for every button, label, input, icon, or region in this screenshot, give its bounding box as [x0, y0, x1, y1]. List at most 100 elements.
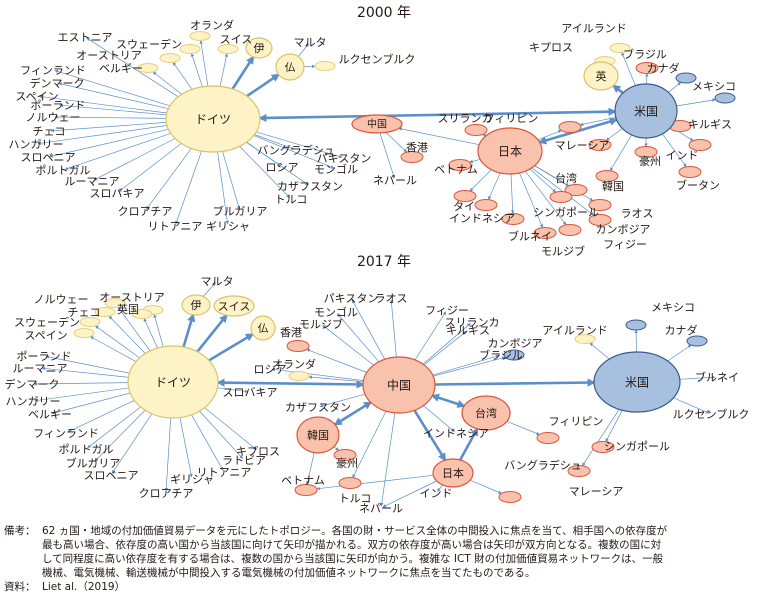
- edge-de-チェコ: [50, 122, 167, 133]
- edge-de-us: [258, 107, 617, 123]
- edge-cn-インドネシア: [423, 405, 455, 432]
- country-label: パキスタン: [317, 152, 372, 165]
- country-node: [474, 199, 498, 211]
- edge-cn-ラオス: [389, 299, 397, 358]
- country-label: フィジー: [603, 238, 647, 251]
- notes-line-2: 最も高い場合、依存度の高い国から当該国に向けて矢印が描かれる。双方の依存度が高い…: [42, 539, 662, 551]
- hub-node-de: [127, 345, 219, 419]
- hub-node-us: [614, 83, 678, 139]
- country-label: スペイン: [15, 90, 58, 103]
- hub-node-ch: [213, 295, 255, 317]
- edge-jp-ネパール: [382, 480, 437, 508]
- country-node: [453, 190, 477, 202]
- country-label: ポーランド: [31, 99, 86, 112]
- hub-node-it: [245, 37, 273, 59]
- edge-de-スペイン: [38, 94, 167, 114]
- country-label: キルギス: [446, 324, 490, 337]
- hub-label-uk: 英: [596, 69, 607, 83]
- country-label: スロベニア: [21, 151, 76, 164]
- edge-us-uk: [612, 84, 624, 95]
- country-node: [503, 349, 525, 361]
- hub-label-cn: 中国: [387, 377, 411, 392]
- country-label: リトアニア: [148, 220, 203, 233]
- edge-de-スロバキア: [118, 143, 182, 193]
- edge-de-スウェーデン: [95, 325, 140, 359]
- country-label: ハンガリー: [9, 138, 64, 151]
- country-label: 韓国: [602, 180, 624, 193]
- edge-cn-オランダ: [308, 375, 364, 383]
- edge-us-韓国: [609, 134, 632, 172]
- edge-de-ポーランド: [45, 355, 130, 374]
- edge-de-パキスタン: [256, 131, 343, 159]
- notes-block: 備考： 62 ヵ国・地域の付加価値貿易データを元にしたトポロジー。各国の財・サー…: [4, 524, 667, 579]
- edge-jp-tw: [459, 427, 479, 461]
- edge-de-ch: [196, 314, 228, 353]
- country-node: [588, 199, 612, 211]
- notes-label: 備考：: [4, 525, 36, 537]
- country-label: フィジー: [425, 304, 469, 317]
- edge-us-カナダ: [668, 82, 682, 93]
- country-label: ベトナム: [281, 474, 325, 487]
- hub-node-it: [181, 294, 211, 316]
- edge-cn-カンボジア: [433, 356, 506, 377]
- country-label: オランダ: [272, 357, 316, 371]
- country-label: ルクセンブルク: [339, 52, 416, 66]
- edge-jp-ラオス: [534, 165, 594, 202]
- edge-de-ギリシャ: [217, 151, 229, 225]
- country-label: スペイン: [24, 329, 67, 342]
- edge-de-ラトビア: [199, 410, 243, 459]
- country-label: ラトビア: [222, 454, 266, 467]
- hub-node-kr: [296, 416, 340, 454]
- country-node: [558, 121, 582, 133]
- edge-cn-us: [434, 378, 596, 387]
- country-label: チェコ: [33, 125, 66, 138]
- country-node: [179, 44, 201, 54]
- country-node: [94, 307, 116, 317]
- edge-jp-インド: [437, 484, 444, 492]
- country-node: [400, 151, 424, 163]
- edge-de-デンマーク: [58, 82, 169, 110]
- country-label: カザフスタン: [285, 401, 351, 414]
- edge-de-ポルトガル: [64, 133, 171, 171]
- edge-de-エストニア: [86, 37, 179, 98]
- edge-de-ハンガリー: [37, 125, 167, 145]
- edge-cn-トルコ: [352, 410, 387, 479]
- country-node: [501, 213, 525, 225]
- country-label: ブラジル: [623, 47, 667, 61]
- hub-label-fr: 仏: [258, 322, 269, 335]
- edge-cn-ロシア: [271, 367, 364, 381]
- country-label: ブルネイ: [508, 229, 552, 243]
- country-label: 英国: [117, 302, 139, 316]
- edge-kr-ベトナム: [306, 452, 315, 485]
- edge-jp-バングラデシュ: [469, 479, 502, 494]
- edge-de-ポルトガル: [87, 406, 141, 449]
- country-node: [448, 159, 472, 171]
- country-node: [635, 62, 659, 74]
- country-label: インド: [420, 487, 453, 500]
- country-node: [714, 92, 736, 104]
- hub-label-kr: 韓国: [307, 429, 329, 442]
- country-label: ルクセンブルク: [673, 407, 750, 421]
- country-node: [217, 44, 239, 54]
- edge-us-ルクセンブルク: [673, 397, 710, 414]
- edge-jp-インドネシア: [488, 172, 501, 200]
- hub-label-de: ドイツ: [155, 375, 191, 389]
- hub-node-de: [165, 85, 261, 153]
- edge-cn-ネパール: [380, 412, 396, 507]
- country-label: 香港: [280, 326, 302, 339]
- edge-cn-香港: [385, 132, 408, 153]
- hub-label-us: 米国: [634, 104, 658, 118]
- hub-label-it: 伊: [254, 42, 265, 55]
- edge-cn-ネパール: [379, 132, 396, 179]
- country-node: [533, 227, 557, 239]
- edge-jp-ベトナム: [469, 158, 481, 164]
- country-label: スロバキア: [90, 187, 145, 200]
- edge-jp-フィリピン: [537, 129, 562, 141]
- edge-de-ノルウェー: [54, 115, 167, 119]
- country-label: アイルランド: [542, 324, 607, 337]
- edge-tw-フィリピン: [506, 421, 540, 435]
- country-label: ラオス: [621, 207, 654, 220]
- country-node: [634, 146, 658, 158]
- country-label: シンガポール: [533, 206, 599, 219]
